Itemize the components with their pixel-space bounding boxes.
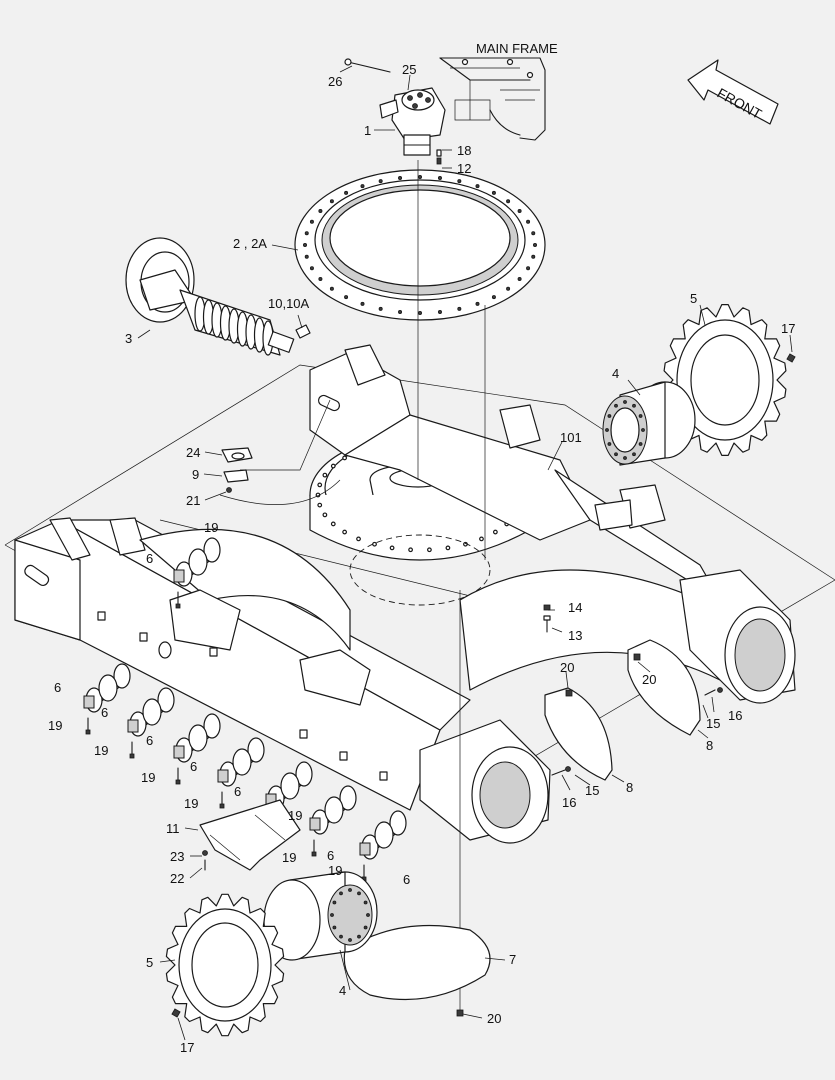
cover-7-bottom	[343, 924, 491, 1001]
swing-bearing-ring	[294, 169, 546, 321]
callout-25: 25	[402, 62, 416, 77]
callout-8-a: 8	[706, 738, 713, 753]
callout-8-b: 8	[626, 780, 633, 795]
callout-20-c: 20	[487, 1011, 501, 1026]
callout-23: 23	[170, 849, 184, 864]
track-guard-11	[199, 799, 301, 871]
bolt-12-18	[436, 149, 442, 165]
callout-5-bottom: 5	[146, 955, 153, 970]
callout-4-top: 4	[612, 366, 619, 381]
travel-motor-bottom	[263, 871, 378, 961]
roller-bolt	[85, 717, 91, 735]
track-roller	[83, 663, 131, 713]
callout-26: 26	[328, 74, 342, 89]
callout-6-c: 6	[101, 705, 108, 720]
callout-4-bottom: 4	[339, 983, 346, 998]
callout-6-e: 6	[190, 759, 197, 774]
callout-6-g: 6	[327, 848, 334, 863]
callout-16-b: 16	[562, 795, 576, 810]
callout-20-b: 20	[642, 672, 656, 687]
track-roller	[173, 537, 221, 587]
callout-7: 7	[509, 952, 516, 967]
callout-19-e: 19	[184, 796, 198, 811]
callout-17-bottom: 17	[180, 1040, 194, 1055]
callout-19-f: 19	[288, 808, 302, 823]
callout-19-b: 19	[48, 718, 62, 733]
track-roller	[309, 785, 357, 835]
front-arrow	[687, 59, 779, 125]
callout-19-g: 19	[282, 850, 296, 865]
track-roller	[359, 810, 407, 860]
callout-19-h: 19	[328, 863, 342, 878]
callout-6-a: 6	[146, 551, 153, 566]
grease-fitting-10	[295, 324, 311, 339]
main-frame-label: MAIN FRAME	[476, 41, 558, 56]
track-frame	[4, 344, 835, 844]
roller-bolt	[129, 741, 135, 759]
roller-bolt	[175, 591, 181, 609]
cover-8-lower	[544, 687, 613, 781]
callout-14: 14	[568, 600, 582, 615]
leader-lines	[137, 65, 793, 1041]
sprocket-bottom	[165, 893, 285, 1037]
callout-21: 21	[186, 493, 200, 508]
main-frame-outline	[439, 57, 546, 141]
cover-plate-24	[221, 447, 253, 493]
callout-1: 1	[364, 123, 371, 138]
callout-5-top: 5	[690, 291, 697, 306]
callout-6-b: 6	[54, 680, 61, 695]
track-roller	[173, 713, 221, 763]
callout-15-b: 15	[585, 783, 599, 798]
roller-bolt	[175, 767, 181, 785]
idler-assembly	[125, 237, 295, 356]
bolt-17-top	[786, 353, 796, 363]
callout-6-h: 6	[403, 872, 410, 887]
callout-16-a: 16	[728, 708, 742, 723]
callout-20-a: 20	[560, 660, 574, 675]
small-bolts	[456, 604, 723, 1017]
callout-13: 13	[568, 628, 582, 643]
track-roller	[127, 687, 175, 737]
callout-2-2a: 2 , 2A	[233, 236, 267, 251]
callout-101: 101	[560, 430, 582, 445]
swing-motor	[379, 87, 446, 156]
callout-19-d: 19	[141, 770, 155, 785]
callout-12: 12	[457, 161, 471, 176]
roller-bolt	[219, 791, 225, 809]
bolt-17-bottom	[171, 1008, 181, 1018]
callout-22: 22	[170, 871, 184, 886]
callout-6-d: 6	[146, 733, 153, 748]
cover-8-right	[627, 639, 701, 736]
callout-9: 9	[192, 467, 199, 482]
roller-bolt	[311, 839, 317, 857]
callout-10-10a: 10,10A	[268, 296, 310, 311]
track-roller	[217, 737, 265, 787]
callout-15-a: 15	[706, 716, 720, 731]
callout-11: 11	[166, 821, 180, 836]
callout-3: 3	[125, 331, 132, 346]
callout-17-top: 17	[781, 321, 795, 336]
travel-motor-top	[602, 381, 696, 466]
callout-19-a: 19	[204, 520, 218, 535]
callout-6-f: 6	[234, 784, 241, 799]
bolt-26	[344, 58, 391, 73]
callout-18: 18	[457, 143, 471, 158]
callout-24: 24	[186, 445, 200, 460]
callout-19-c: 19	[94, 743, 108, 758]
